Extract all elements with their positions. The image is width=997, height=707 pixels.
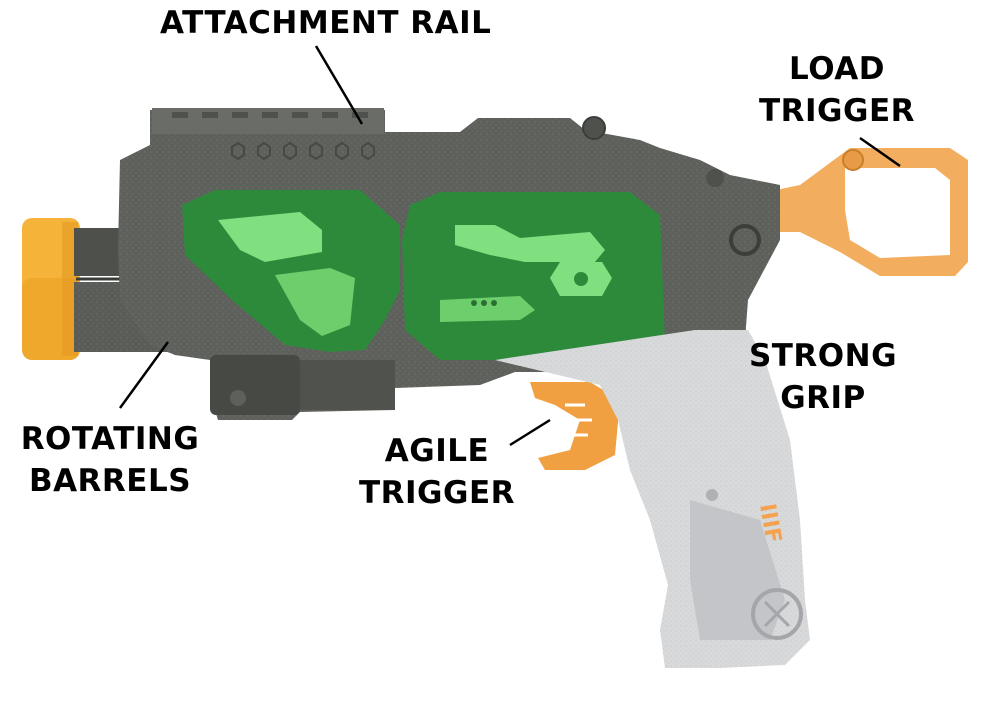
label-load-trigger-line2: TRIGGER (759, 93, 915, 129)
label-agile-trigger: AGILE TRIGGER (352, 430, 522, 514)
barrel-caps (22, 218, 80, 360)
leader-lines (118, 45, 901, 447)
load-trigger-part (776, 148, 968, 276)
label-strong-grip-line1: STRONG (748, 338, 898, 374)
label-rotating-barrels-line1: ROTATING (20, 421, 200, 457)
label-rotating-barrels: ROTATING BARRELS (10, 418, 210, 502)
label-agile-trigger-line2: TRIGGER (359, 475, 515, 511)
label-rotating-barrels-line2: BARRELS (28, 463, 192, 499)
strong-grip-part: IIIF (495, 330, 810, 668)
leader-rotating-barrels (118, 341, 170, 409)
attachment-rail-part (152, 108, 384, 134)
label-load-trigger: LOAD TRIGGER (752, 48, 922, 132)
agile-trigger-part (530, 382, 620, 470)
label-agile-trigger-line1: AGILE (384, 433, 490, 469)
green-panels (182, 190, 665, 360)
leader-attachment-rail (314, 45, 364, 125)
right-green-panel (402, 192, 665, 360)
leader-load-trigger (859, 136, 901, 168)
leader-agile-trigger (509, 418, 551, 447)
label-attachment-rail: ATTACHMENT RAIL (160, 5, 492, 41)
label-strong-grip-line2: GRIP (780, 380, 866, 416)
label-load-trigger-line1: LOAD (789, 51, 885, 87)
label-strong-grip: STRONG GRIP (738, 335, 908, 419)
